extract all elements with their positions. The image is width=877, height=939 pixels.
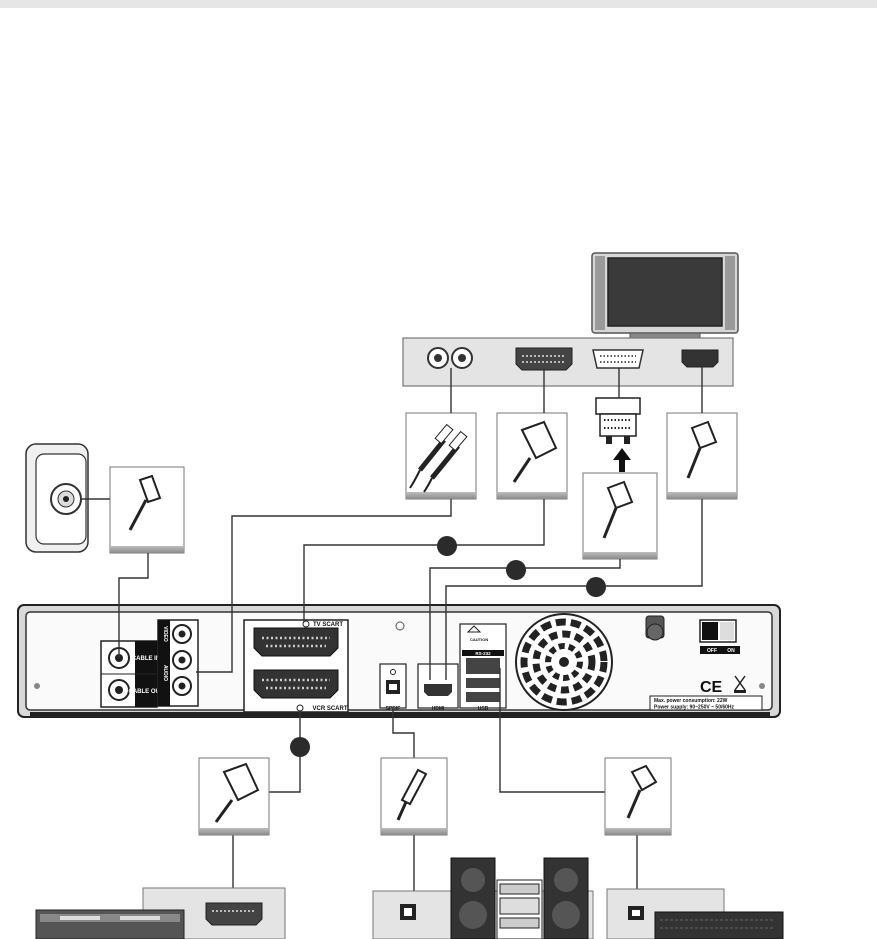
tv-scart-label: TV SCART xyxy=(313,622,343,628)
coax-plug-tile xyxy=(110,467,184,553)
optical-plug-tile xyxy=(381,758,447,835)
tv-connector-panel xyxy=(403,338,733,386)
caution-label: CAUTION xyxy=(470,637,488,642)
rj11-plug-tile xyxy=(605,758,671,835)
power-supply-text: Power supply: 90~250V ~ 50/60Hz xyxy=(654,705,735,711)
fan-grille-icon xyxy=(516,614,612,710)
hdmi-plug-tile-2 xyxy=(583,473,657,559)
receiver-rear-panel: CABLE IN CABLE OUT VIDEO AUDIO TV SCART … xyxy=(18,605,780,718)
vcr-scart-label: VCR SCART xyxy=(312,706,347,712)
scart-plug-tile xyxy=(497,413,567,499)
tv-icon xyxy=(592,253,738,338)
connection-marker-4 xyxy=(290,737,310,757)
power-on-label: ON xyxy=(727,648,735,654)
rca-plug-tile xyxy=(406,413,476,499)
rs232-label: RS-232 xyxy=(475,651,491,656)
video-label: VIDEO xyxy=(162,626,168,642)
power-off-label: OFF xyxy=(707,648,717,654)
modem-icon xyxy=(607,889,783,939)
cable-in-label: CABLE IN xyxy=(132,656,160,662)
ce-mark: CE xyxy=(700,679,723,696)
usb-label: USB xyxy=(478,706,489,712)
hdmi-plug-tile xyxy=(667,413,737,499)
connection-marker-3 xyxy=(586,577,606,597)
audio-label: AUDIO xyxy=(162,665,168,681)
connection-marker-1 xyxy=(437,536,457,556)
hifi-speakers-icon xyxy=(373,858,593,939)
dvi-plug-icon xyxy=(596,398,640,472)
connection-marker-2 xyxy=(506,560,526,580)
scart-plug-tile-bottom xyxy=(199,758,269,835)
hdmi-label: HDMI xyxy=(432,706,445,712)
wall-antenna-socket-icon xyxy=(26,444,88,552)
dvd-recorder-icon xyxy=(36,888,285,939)
power-consumption-text: Max. power consumption: 22W xyxy=(654,698,728,704)
